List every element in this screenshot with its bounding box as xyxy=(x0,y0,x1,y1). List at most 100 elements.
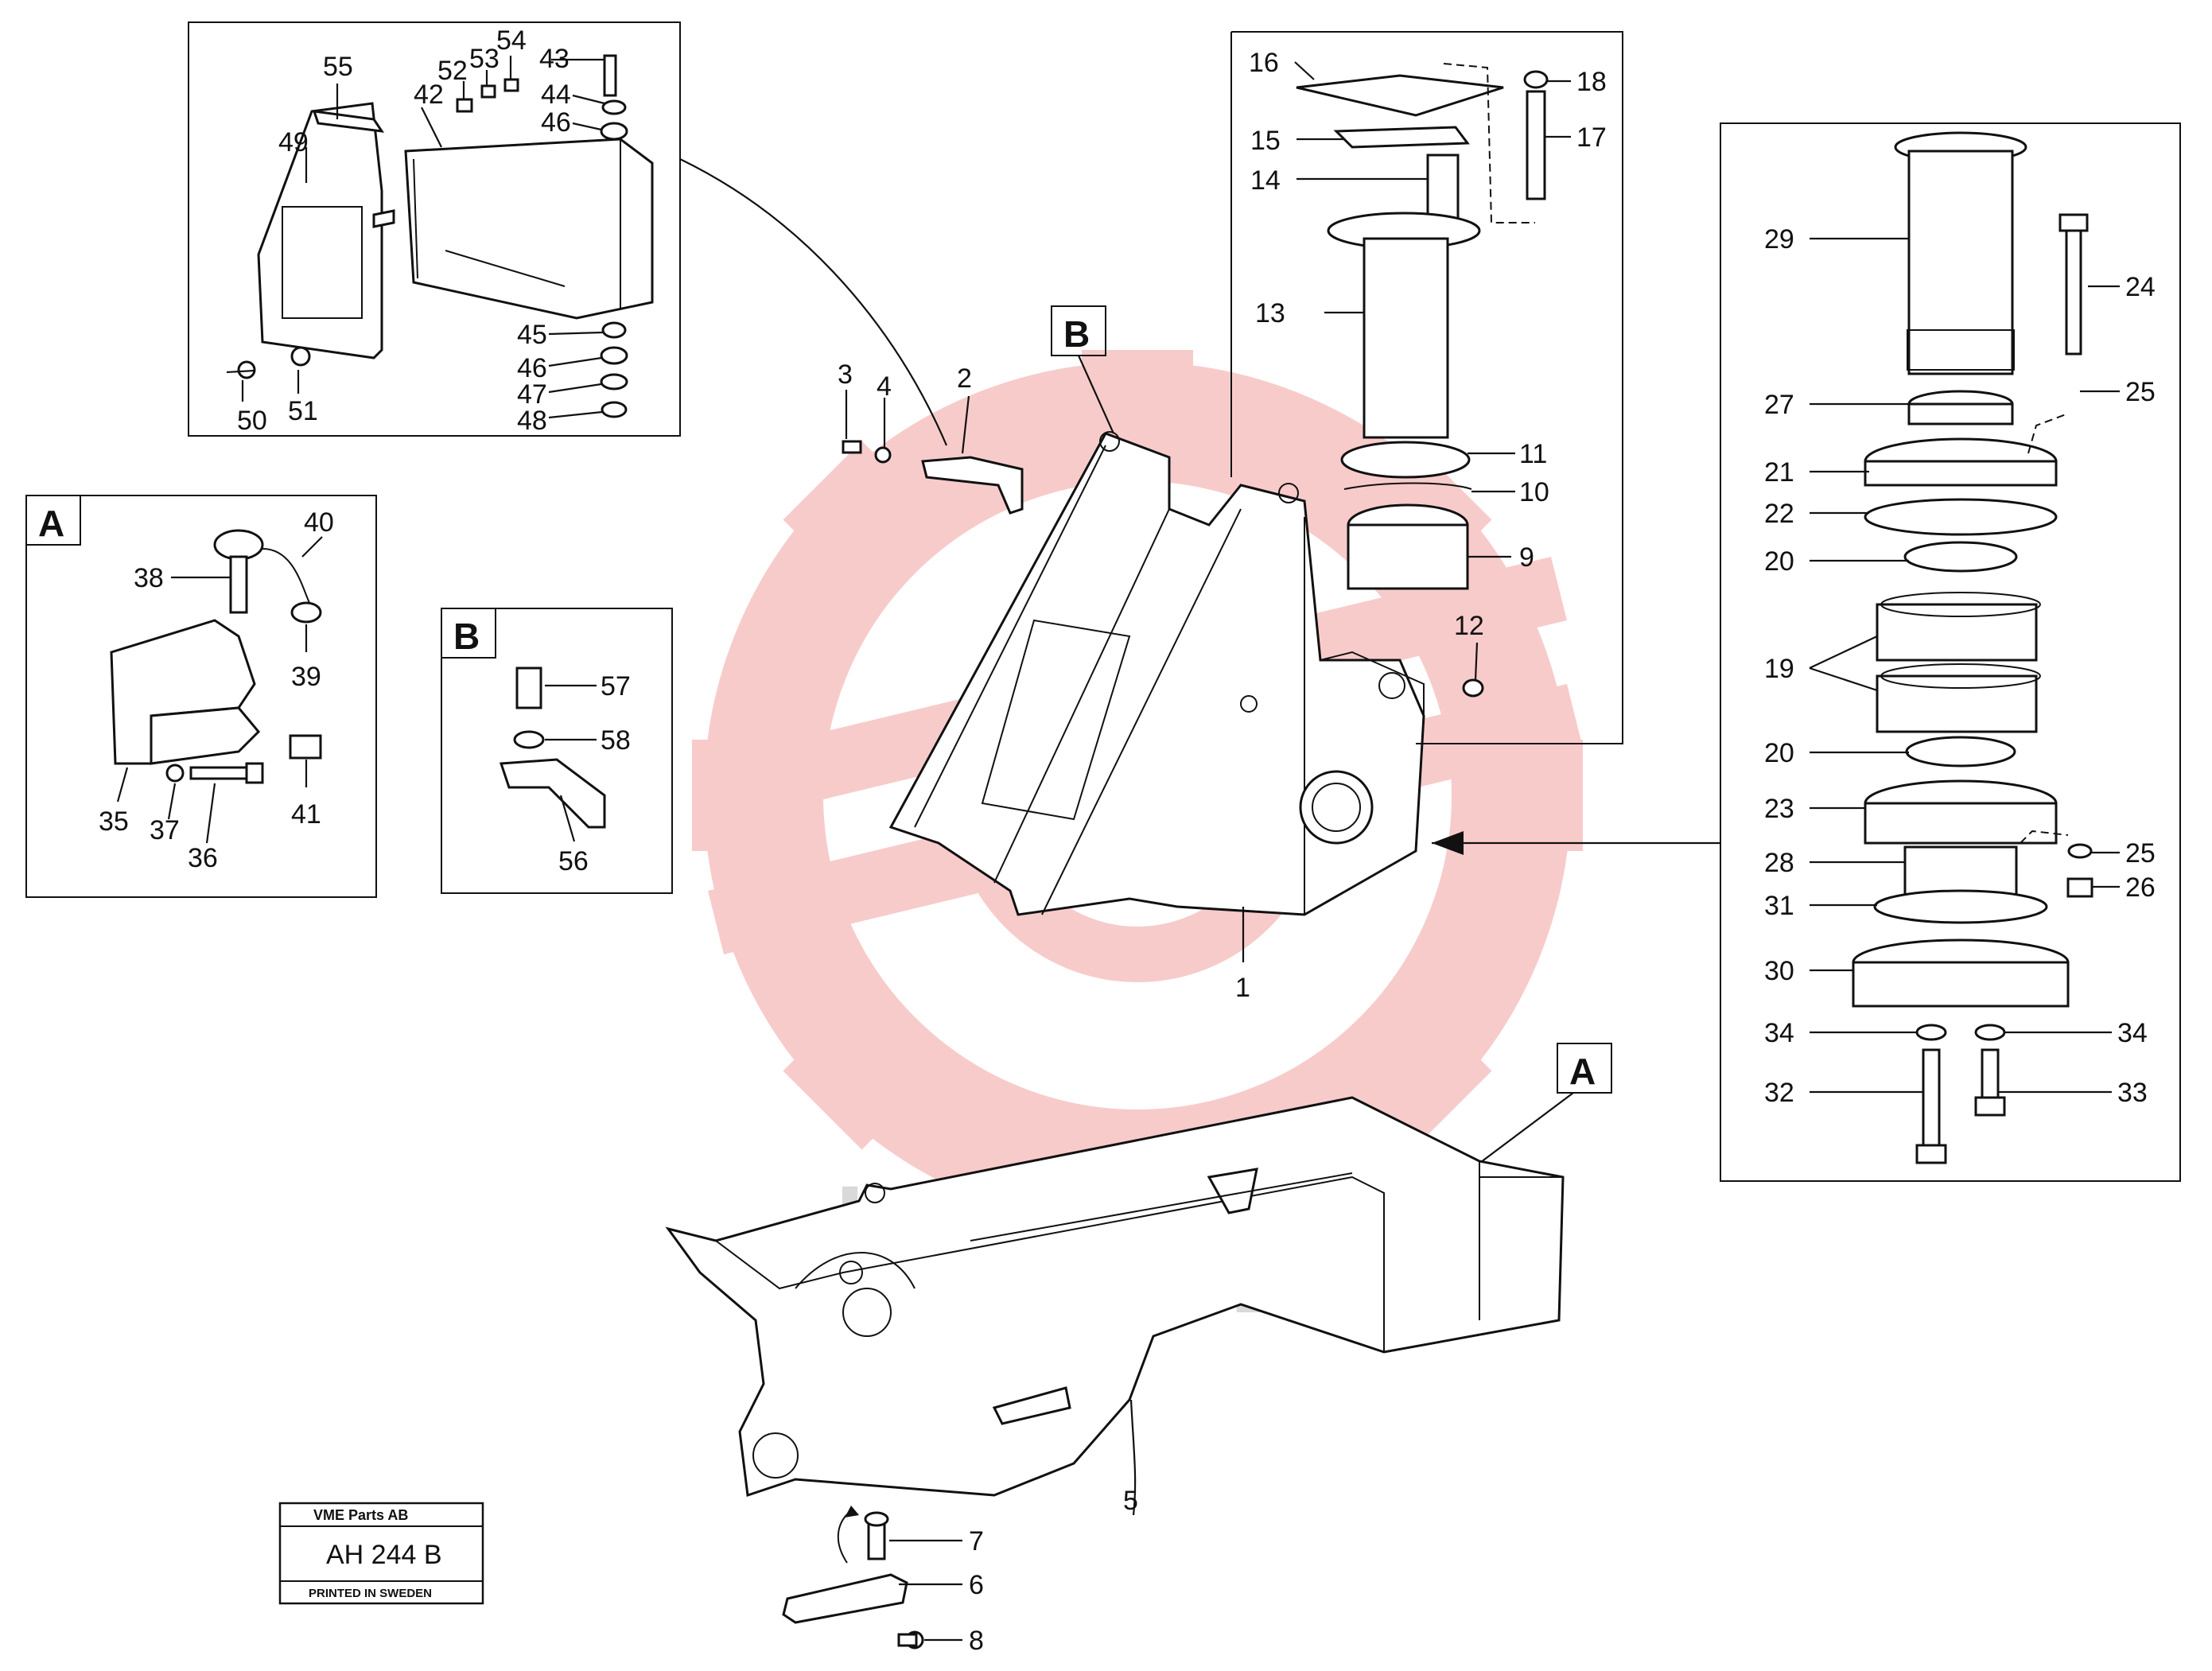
frame-b-pointer xyxy=(1077,355,1115,434)
frame-a-badge xyxy=(1557,1043,1612,1094)
leader-36 xyxy=(205,783,216,844)
part-number-20-bottom: 20 xyxy=(1764,738,1794,768)
part-number-2: 2 xyxy=(957,363,972,394)
upper-pivot-frame xyxy=(1231,31,1623,744)
part-number-46-top: 46 xyxy=(541,107,571,138)
part-number-1: 1 xyxy=(1235,973,1250,1003)
part-number-45: 45 xyxy=(517,320,547,350)
part-number-9: 9 xyxy=(1519,542,1534,573)
stamp-code: AH 244 B xyxy=(326,1540,442,1570)
leader-19 xyxy=(1809,635,1878,692)
leader-2 xyxy=(961,395,970,454)
part-number-23: 23 xyxy=(1764,794,1794,824)
link-drawing xyxy=(782,1506,924,1650)
part-number-38: 38 xyxy=(134,563,164,593)
part-number-21: 21 xyxy=(1764,457,1794,488)
front-frame-drawing xyxy=(842,431,1484,916)
part-number-46-bottom: 46 xyxy=(517,353,547,383)
part-number-27: 27 xyxy=(1764,390,1794,420)
part-number-8: 8 xyxy=(969,1626,984,1656)
part-number-47: 47 xyxy=(517,379,547,410)
inset-connector-curve xyxy=(679,158,948,446)
hitch-bracket-drawing xyxy=(110,529,322,784)
part-number-11: 11 xyxy=(1519,439,1547,469)
part-number-28: 28 xyxy=(1764,848,1794,878)
part-number-26: 26 xyxy=(2125,872,2156,903)
document-stamp: VME Parts AB AH 244 B PRINTED IN SWEDEN xyxy=(278,1502,484,1605)
part-number-19: 19 xyxy=(1764,654,1794,684)
part-number-43: 43 xyxy=(539,44,570,74)
lower-pivot-frame xyxy=(1720,122,2181,1182)
part-number-31: 31 xyxy=(1764,891,1794,921)
part-number-53: 53 xyxy=(469,44,500,74)
inset-cover-leaders xyxy=(241,56,605,419)
part-number-54: 54 xyxy=(496,25,527,56)
frame-a-pointer xyxy=(1471,1092,1574,1170)
rear-frame-drawing xyxy=(665,1096,1565,1498)
inset-b-badge xyxy=(441,608,496,659)
leader-40 xyxy=(301,536,323,558)
part-number-52: 52 xyxy=(437,56,468,86)
leader-16 xyxy=(1294,61,1315,80)
part-number-4: 4 xyxy=(877,371,892,402)
bracket-drawing xyxy=(499,666,606,829)
inset-a-letter: A xyxy=(38,503,64,544)
part-number-30: 30 xyxy=(1764,956,1794,986)
inset-b-frame xyxy=(441,608,673,894)
part-number-57: 57 xyxy=(601,671,631,701)
part-number-12: 12 xyxy=(1454,611,1484,641)
part-number-41: 41 xyxy=(291,799,321,830)
lower-pivot-drawing xyxy=(1852,131,2093,1164)
part-number-56: 56 xyxy=(558,846,589,876)
part-number-33: 33 xyxy=(2117,1078,2148,1108)
part-number-3: 3 xyxy=(838,359,853,390)
part-number-16: 16 xyxy=(1249,48,1279,78)
inset-b-letter: B xyxy=(453,616,480,657)
leader-5 xyxy=(1129,1399,1137,1516)
inset-a-badge xyxy=(25,495,81,546)
stamp-printed: PRINTED IN SWEDEN xyxy=(309,1587,432,1600)
part-number-24: 24 xyxy=(2125,272,2156,302)
part-number-58: 58 xyxy=(601,725,631,756)
inset-cover-frame xyxy=(188,21,681,437)
part-number-29: 29 xyxy=(1764,224,1794,255)
part-number-44: 44 xyxy=(541,80,571,110)
lower-pivot-pointer-arrow xyxy=(1432,831,1464,855)
part-number-51: 51 xyxy=(288,396,318,426)
part-number-18: 18 xyxy=(1576,67,1607,97)
part-number-36: 36 xyxy=(188,843,218,873)
leader-37 xyxy=(167,783,177,820)
part-number-39: 39 xyxy=(291,662,321,692)
part-number-50: 50 xyxy=(237,406,267,436)
part-number-7: 7 xyxy=(969,1526,984,1556)
part-number-20-top: 20 xyxy=(1764,546,1794,577)
leader-35 xyxy=(116,767,129,802)
frame-b-letter: B xyxy=(1063,313,1090,355)
part-number-32: 32 xyxy=(1764,1078,1794,1108)
part-number-15: 15 xyxy=(1250,126,1281,156)
part-number-10: 10 xyxy=(1519,477,1549,507)
part-number-17: 17 xyxy=(1576,122,1607,153)
stamp-company: VME Parts AB xyxy=(313,1507,408,1523)
part-number-55: 55 xyxy=(323,52,353,82)
part-number-25-bottom: 25 xyxy=(2125,838,2156,869)
leader-56 xyxy=(559,795,576,842)
part-number-34-left: 34 xyxy=(1764,1018,1794,1048)
part-number-35: 35 xyxy=(99,806,129,837)
part-number-40: 40 xyxy=(304,507,334,538)
part-number-13: 13 xyxy=(1255,298,1285,328)
part-number-5: 5 xyxy=(1123,1486,1138,1516)
part-number-37: 37 xyxy=(150,815,180,845)
part-number-49: 49 xyxy=(278,127,309,157)
upper-pivot-drawing xyxy=(1296,63,1549,590)
part-number-42: 42 xyxy=(414,80,444,110)
frame-a-letter: A xyxy=(1569,1051,1596,1092)
part-number-48: 48 xyxy=(517,406,547,436)
part-number-25-top: 25 xyxy=(2125,377,2156,407)
part-number-34-right: 34 xyxy=(2117,1018,2148,1048)
cover-assembly-drawing xyxy=(226,54,654,418)
part-number-14: 14 xyxy=(1250,165,1281,196)
inset-a-frame xyxy=(25,495,377,898)
